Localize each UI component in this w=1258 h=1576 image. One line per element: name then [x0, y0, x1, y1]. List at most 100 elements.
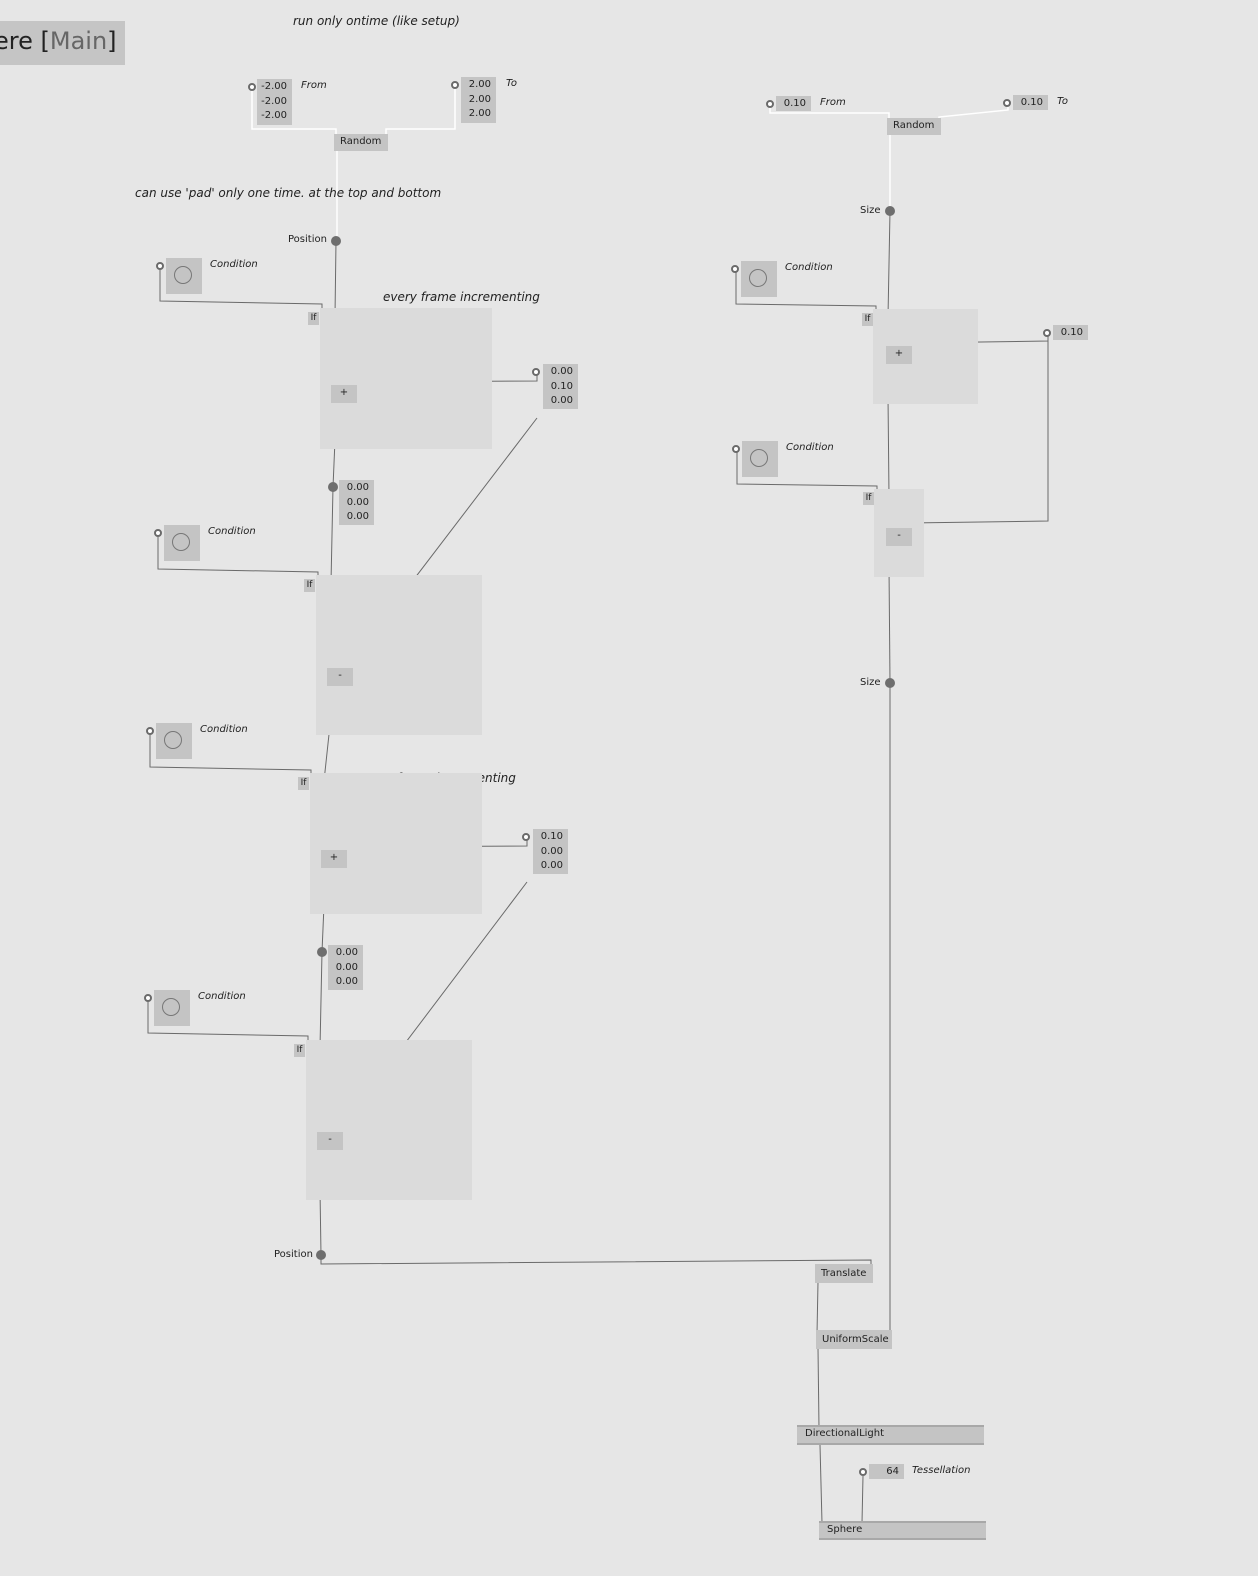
if-label-size-1: If: [862, 313, 873, 326]
minus-size-node[interactable]: -: [886, 528, 912, 546]
condition-bang-1[interactable]: [166, 258, 202, 294]
size-inc-io-pin[interactable]: [1043, 329, 1051, 337]
value-cell[interactable]: 0.10: [550, 380, 573, 392]
size-pad-top[interactable]: [885, 206, 895, 216]
size-from-io-pin[interactable]: [766, 100, 774, 108]
bang-circle-icon: [162, 998, 180, 1016]
condition-io-pin-3[interactable]: [146, 727, 154, 735]
plus-size-node[interactable]: +: [886, 346, 912, 364]
condition-bang-2[interactable]: [164, 525, 200, 561]
from-io-pin[interactable]: [248, 83, 256, 91]
minus-node-2[interactable]: -: [317, 1132, 343, 1150]
pad-top-values[interactable]: 0.00 0.00 0.00: [339, 480, 374, 525]
size-condition-io-pin-2[interactable]: [732, 445, 740, 453]
comment-setup: run only ontime (like setup): [293, 14, 460, 28]
size-to-label: To: [1057, 96, 1068, 107]
random-node[interactable]: Random: [334, 134, 388, 151]
plus-node-1[interactable]: +: [331, 385, 357, 403]
uniform-scale-node[interactable]: UniformScale: [816, 1330, 892, 1349]
position-pad-bottom[interactable]: [316, 1250, 326, 1260]
pad-pin-top[interactable]: [328, 482, 338, 492]
inc-y-io-pin[interactable]: [532, 368, 540, 376]
patch-title: ere [Main]: [0, 21, 125, 65]
if-label-1: If: [308, 312, 319, 325]
value-cell[interactable]: 2.00: [468, 93, 491, 105]
inc-x-io-pin[interactable]: [522, 833, 530, 841]
position-to-values[interactable]: 2.00 2.00 2.00: [461, 77, 496, 123]
if-region-4[interactable]: [306, 1040, 472, 1200]
size-to-io-pin[interactable]: [1003, 99, 1011, 107]
pad-pin-bottom[interactable]: [317, 947, 327, 957]
condition-label-4: Condition: [198, 991, 246, 1002]
condition-bang-4[interactable]: [154, 990, 190, 1026]
value-cell[interactable]: 0.00: [346, 482, 369, 493]
increment-x-values[interactable]: 0.10 0.00 0.00: [533, 829, 568, 874]
value-cell[interactable]: 0.10: [540, 831, 563, 842]
plus-node-2[interactable]: +: [321, 850, 347, 868]
bang-circle-icon: [750, 449, 768, 467]
value-cell[interactable]: 64: [886, 1466, 899, 1477]
bang-circle-icon: [172, 533, 190, 551]
size-condition-bang-2[interactable]: [742, 441, 778, 477]
size-pad-bottom[interactable]: [885, 678, 895, 688]
value-cell[interactable]: 0.00: [346, 496, 369, 508]
minus-node-1[interactable]: -: [327, 668, 353, 686]
tessellation-label: Tessellation: [912, 1465, 971, 1476]
sphere-node[interactable]: Sphere: [819, 1521, 986, 1540]
position-from-values[interactable]: -2.00 -2.00 -2.00: [257, 79, 292, 125]
value-cell[interactable]: 0.10: [1060, 327, 1083, 338]
value-cell[interactable]: -2.00: [261, 110, 287, 121]
size-condition-io-pin-1[interactable]: [731, 265, 739, 273]
condition-bang-3[interactable]: [156, 723, 192, 759]
bang-circle-icon: [164, 731, 182, 749]
condition-io-pin-4[interactable]: [144, 994, 152, 1002]
patch-title-main: Main: [49, 27, 108, 55]
value-cell[interactable]: 2.00: [468, 108, 491, 119]
value-cell[interactable]: 0.00: [335, 961, 358, 973]
to-label: To: [506, 78, 517, 89]
directional-light-node[interactable]: DirectionalLight: [797, 1425, 984, 1445]
tessellation-value[interactable]: 64: [869, 1464, 904, 1479]
patch-title-prefix: ere [: [0, 27, 50, 55]
value-cell[interactable]: 2.00: [468, 79, 491, 90]
condition-io-pin-1[interactable]: [156, 262, 164, 270]
value-cell[interactable]: -2.00: [261, 95, 287, 107]
if-label-size-2: If: [863, 492, 874, 505]
size-increment-value[interactable]: 0.10: [1053, 325, 1088, 340]
from-label: From: [301, 80, 327, 91]
position-pad-top[interactable]: [331, 236, 341, 246]
tessellation-io-pin[interactable]: [859, 1468, 867, 1476]
value-cell[interactable]: 0.00: [335, 947, 358, 958]
if-label-3: If: [298, 777, 309, 790]
value-cell[interactable]: -2.00: [261, 81, 287, 92]
bang-circle-icon: [749, 269, 767, 287]
condition-io-pin-2[interactable]: [154, 529, 162, 537]
patch-title-suffix: ]: [107, 27, 117, 55]
if-region-2[interactable]: [316, 575, 482, 735]
translate-node[interactable]: Translate: [815, 1264, 873, 1283]
value-cell[interactable]: 0.00: [550, 395, 573, 406]
value-cell[interactable]: 0.00: [346, 511, 369, 522]
if-region-3[interactable]: [310, 773, 482, 914]
value-cell[interactable]: 0.00: [335, 976, 358, 987]
increment-y-values[interactable]: 0.00 0.10 0.00: [543, 364, 578, 409]
position-pad-label-bottom: Position: [274, 1249, 313, 1260]
value-cell[interactable]: 0.00: [540, 860, 563, 871]
value-cell[interactable]: 0.10: [783, 98, 806, 109]
pad-bottom-values[interactable]: 0.00 0.00 0.00: [328, 945, 363, 990]
size-to-value[interactable]: 0.10: [1013, 95, 1048, 110]
bang-circle-icon: [174, 266, 192, 284]
random-size-node[interactable]: Random: [887, 118, 941, 135]
value-cell[interactable]: 0.10: [1020, 97, 1043, 108]
value-cell[interactable]: 0.00: [540, 845, 563, 857]
size-condition-bang-1[interactable]: [741, 261, 777, 297]
if-region-1[interactable]: [320, 308, 492, 449]
if-label-4: If: [294, 1044, 305, 1057]
condition-label-3: Condition: [200, 724, 248, 735]
size-pad-label-bottom: Size: [860, 677, 881, 688]
value-cell[interactable]: 0.00: [550, 366, 573, 377]
to-io-pin[interactable]: [451, 81, 459, 89]
size-from-value[interactable]: 0.10: [776, 96, 811, 111]
size-pad-label-top: Size: [860, 205, 881, 216]
